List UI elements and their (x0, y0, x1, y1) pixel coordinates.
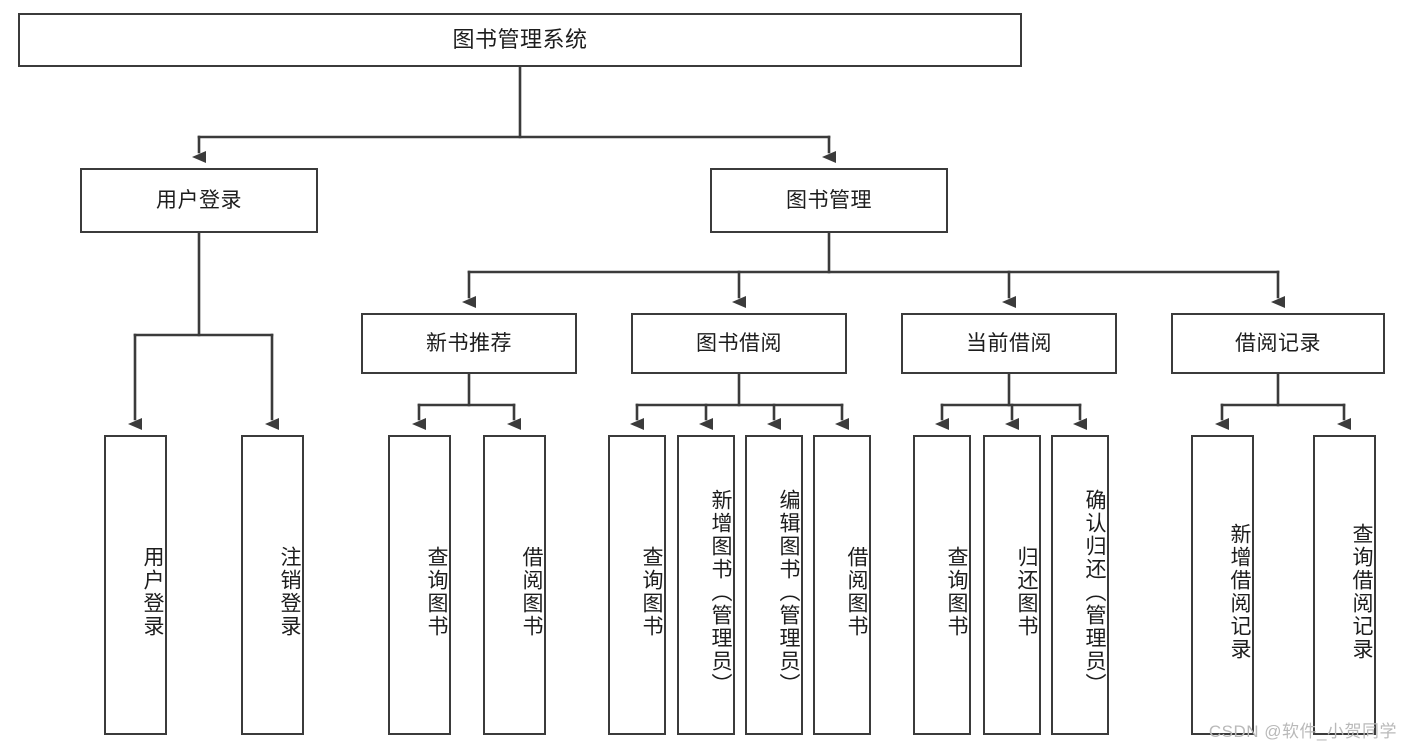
node-leaf-query-book-rec[interactable]: 查询图书 (388, 435, 451, 735)
node-leaf-user-logout-label: 注销登录 (278, 546, 301, 638)
node-book-manage-label: 图书管理 (786, 188, 872, 212)
node-borrow-record[interactable]: 借阅记录 (1171, 313, 1385, 374)
node-current-borrow-label: 当前借阅 (966, 331, 1052, 355)
node-leaf-return-book[interactable]: 归还图书 (983, 435, 1041, 735)
node-leaf-borrow-book-rec[interactable]: 借阅图书 (483, 435, 546, 735)
node-leaf-query-book-borrow[interactable]: 查询图书 (608, 435, 666, 735)
node-borrow-record-label: 借阅记录 (1235, 331, 1321, 355)
node-root[interactable]: 图书管理系统 (18, 13, 1022, 67)
node-leaf-query-book-rec-label: 查询图书 (425, 546, 448, 638)
node-leaf-query-book-borrow-label: 查询图书 (640, 546, 663, 638)
node-book-manage[interactable]: 图书管理 (710, 168, 948, 233)
node-leaf-edit-book[interactable]: 编辑图书（管理员） (745, 435, 803, 735)
node-leaf-query-book-cur-label: 查询图书 (945, 546, 968, 638)
node-current-borrow[interactable]: 当前借阅 (901, 313, 1117, 374)
node-leaf-edit-book-label: 编辑图书（管理员） (777, 488, 800, 696)
node-leaf-borrow-book[interactable]: 借阅图书 (813, 435, 871, 735)
node-leaf-confirm-return[interactable]: 确认归还（管理员） (1051, 435, 1109, 735)
node-new-book-rec[interactable]: 新书推荐 (361, 313, 577, 374)
node-root-label: 图书管理系统 (452, 26, 588, 52)
node-user-login[interactable]: 用户登录 (80, 168, 318, 233)
node-leaf-borrow-book-rec-label: 借阅图书 (520, 546, 543, 638)
watermark: CSDN @软件_小贺同学 (1208, 722, 1397, 741)
node-leaf-query-record-label: 查询借阅记录 (1350, 523, 1373, 661)
node-leaf-query-record[interactable]: 查询借阅记录 (1313, 435, 1376, 735)
node-book-borrow[interactable]: 图书借阅 (631, 313, 847, 374)
node-leaf-query-book-cur[interactable]: 查询图书 (913, 435, 971, 735)
node-user-login-label: 用户登录 (156, 188, 242, 212)
node-leaf-user-login-label: 用户登录 (141, 546, 164, 638)
node-leaf-add-record-label: 新增借阅记录 (1228, 523, 1251, 661)
node-leaf-user-logout[interactable]: 注销登录 (241, 435, 304, 735)
node-leaf-confirm-return-label: 确认归还（管理员） (1083, 488, 1106, 696)
node-leaf-add-record[interactable]: 新增借阅记录 (1191, 435, 1254, 735)
node-leaf-user-login[interactable]: 用户登录 (104, 435, 167, 735)
node-leaf-add-book[interactable]: 新增图书（管理员） (677, 435, 735, 735)
node-leaf-borrow-book-label: 借阅图书 (845, 546, 868, 638)
node-new-book-rec-label: 新书推荐 (426, 331, 512, 355)
node-leaf-add-book-label: 新增图书（管理员） (709, 488, 732, 696)
node-leaf-return-book-label: 归还图书 (1015, 546, 1038, 638)
node-book-borrow-label: 图书借阅 (696, 331, 782, 355)
